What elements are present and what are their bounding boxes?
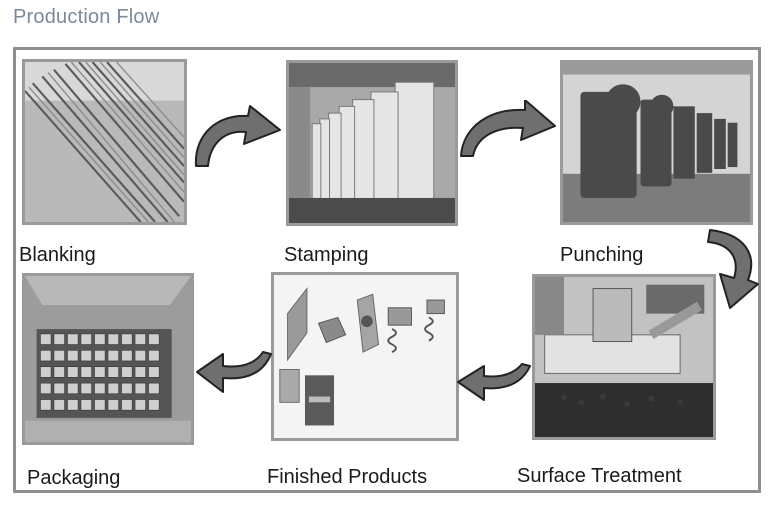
step-label-packaging: Packaging <box>27 467 121 489</box>
finished-products-photo <box>271 272 459 441</box>
step-label-blanking: Blanking <box>19 244 96 266</box>
blanking-photo <box>22 59 187 225</box>
arrow-stamping-to-punching-icon <box>460 100 556 157</box>
step-label-stamping: Stamping <box>284 244 369 266</box>
step-label-finished-products: Finished Products <box>267 466 428 488</box>
arrow-surface-treatment-to-finished-products-icon <box>457 363 531 401</box>
surface-treatment-photo <box>532 274 716 440</box>
arrow-punching-to-surface-treatment-icon <box>707 229 759 309</box>
page-title: Production Flow <box>13 6 160 28</box>
punching-photo <box>560 60 753 225</box>
arrow-blanking-to-stamping-icon <box>194 105 281 167</box>
arrow-finished-products-to-packaging-icon <box>196 351 272 393</box>
stamping-photo <box>286 60 458 226</box>
step-label-surface-treatment: Surface Treatment <box>517 465 682 487</box>
step-label-punching: Punching <box>560 244 644 266</box>
packaging-photo <box>22 273 194 445</box>
